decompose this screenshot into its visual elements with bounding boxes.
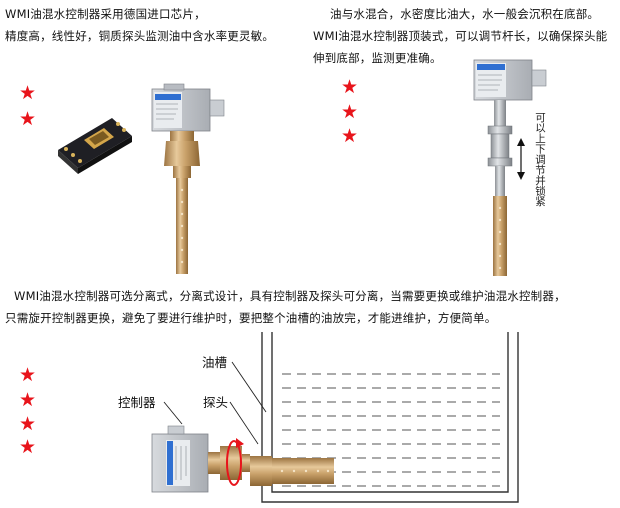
controller-label: 控制器: [118, 395, 156, 410]
probe-label: 探头: [203, 395, 229, 410]
star-icon: ★: [19, 364, 37, 386]
star-icon: ★: [19, 108, 37, 130]
section3-line1: WMI油混水控制器可选分离式，分离式设计，具有控制器及探头可分离，当需要更换或维…: [14, 289, 566, 303]
star-icon: ★: [19, 413, 37, 435]
star-icon: ★: [341, 76, 359, 98]
sensor-device-image: [473, 59, 547, 276]
section2-line2: WMI油混水控制器顶装式，可以调节杆长，以确保探头能: [313, 29, 608, 43]
section2-line1: 油与水混合，水密度比油大，水一般会沉积在底部。: [330, 7, 600, 21]
tank-label: 油槽: [202, 355, 228, 370]
section1-line1: WMI油混水控制器采用德国进口芯片，: [5, 7, 206, 21]
rotation-arrow-icon: [226, 438, 244, 486]
star-icon: ★: [19, 389, 37, 411]
probe-image: [250, 456, 334, 486]
star-icon: ★: [19, 436, 37, 458]
chip-image: [58, 118, 132, 174]
section1-line2: 精度高，线性好，铜质探头监测油中含水率更灵敏。: [5, 29, 275, 43]
controller-image: [151, 425, 250, 493]
star-icon: ★: [341, 101, 359, 123]
section2-line3: 伸到底部，监测更准确。: [313, 51, 442, 65]
star-icon: ★: [341, 125, 359, 147]
star-icon: ★: [19, 82, 37, 104]
section3-line2: 只需旋开控制器更换，避免了要进行维护时，要把整个油槽的油放完，才能进维护，方便简…: [5, 311, 497, 325]
double-arrow-icon: [517, 138, 525, 180]
adjust-lock-label: 可以上下调节并锁紧: [534, 112, 546, 207]
sensor-device-image: [151, 83, 225, 274]
